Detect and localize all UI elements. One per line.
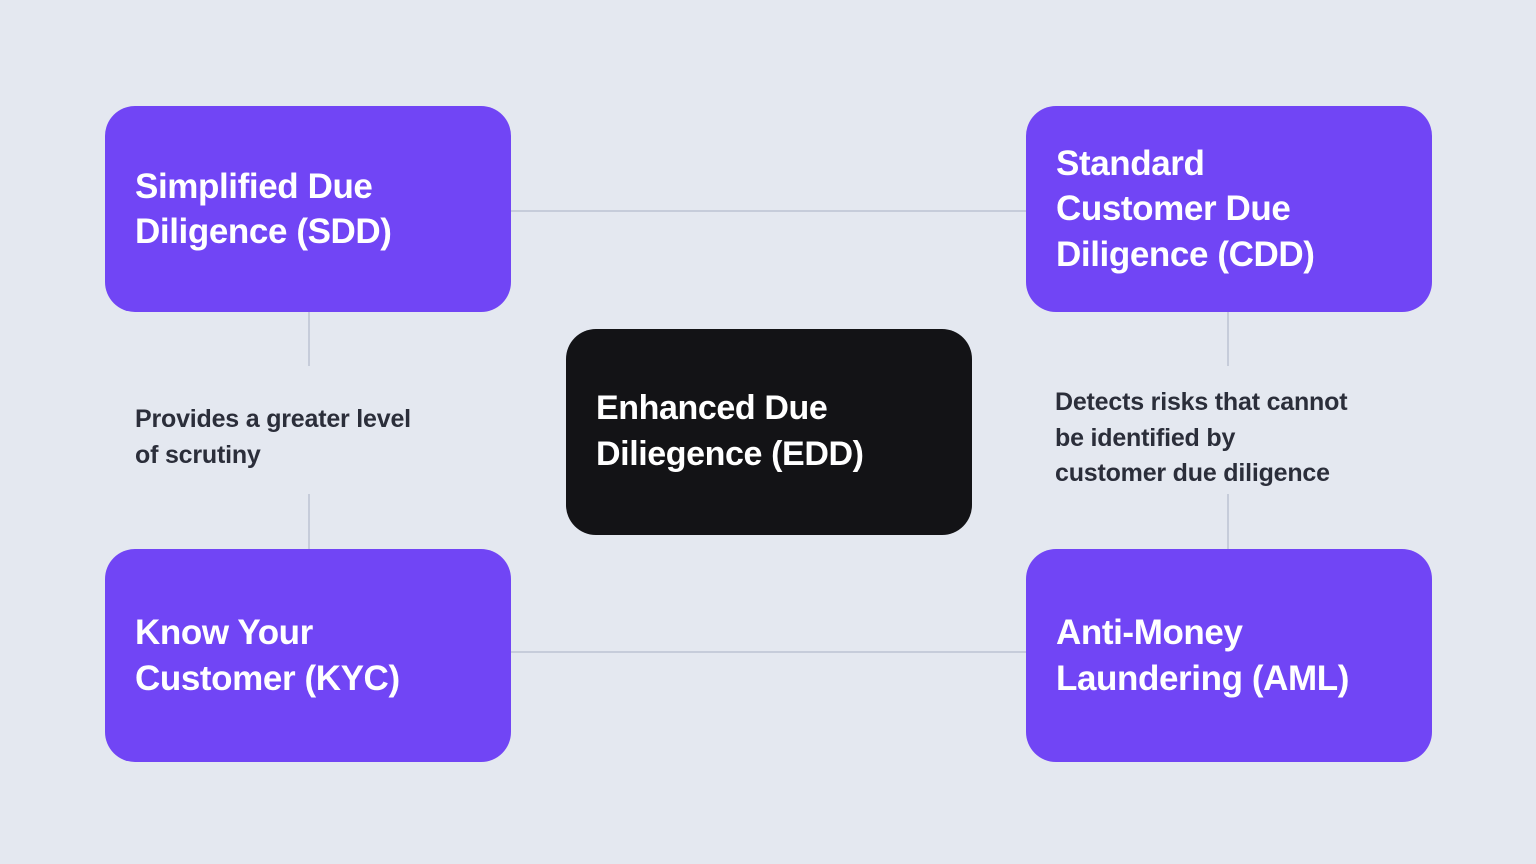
connector-left-vertical-upper (308, 312, 310, 366)
connector-top-horizontal (511, 210, 1028, 212)
node-simplified-due-diligence-label: Simplified Due Diligence (SDD) (135, 166, 392, 252)
connector-right-vertical-lower (1227, 494, 1229, 549)
connector-left-vertical-lower (308, 494, 310, 549)
node-standard-customer-due-diligence[interactable]: Standard Customer Due Diligence (CDD) (1026, 106, 1432, 312)
node-enhanced-due-diligence-label: Enhanced Due Diliegence (EDD) (596, 389, 864, 473)
node-simplified-due-diligence[interactable]: Simplified Due Diligence (SDD) (105, 106, 511, 312)
node-anti-money-laundering[interactable]: Anti-Money Laundering (AML) (1026, 549, 1432, 762)
connector-bottom-horizontal (511, 651, 1028, 653)
connector-right-vertical-upper (1227, 312, 1229, 366)
edge-label-right-detects-risks: Detects risks that cannot be identified … (1055, 388, 1348, 487)
edge-label-left-scrutiny: Provides a greater level of scrutiny (135, 405, 411, 469)
node-anti-money-laundering-label: Anti-Money Laundering (AML) (1056, 613, 1349, 698)
node-enhanced-due-diligence[interactable]: Enhanced Due Diliegence (EDD) (566, 329, 972, 535)
node-know-your-customer[interactable]: Know Your Customer (KYC) (105, 549, 511, 762)
node-know-your-customer-label: Know Your Customer (KYC) (135, 613, 400, 698)
node-standard-customer-due-diligence-label: Standard Customer Due Diligence (CDD) (1056, 143, 1315, 274)
